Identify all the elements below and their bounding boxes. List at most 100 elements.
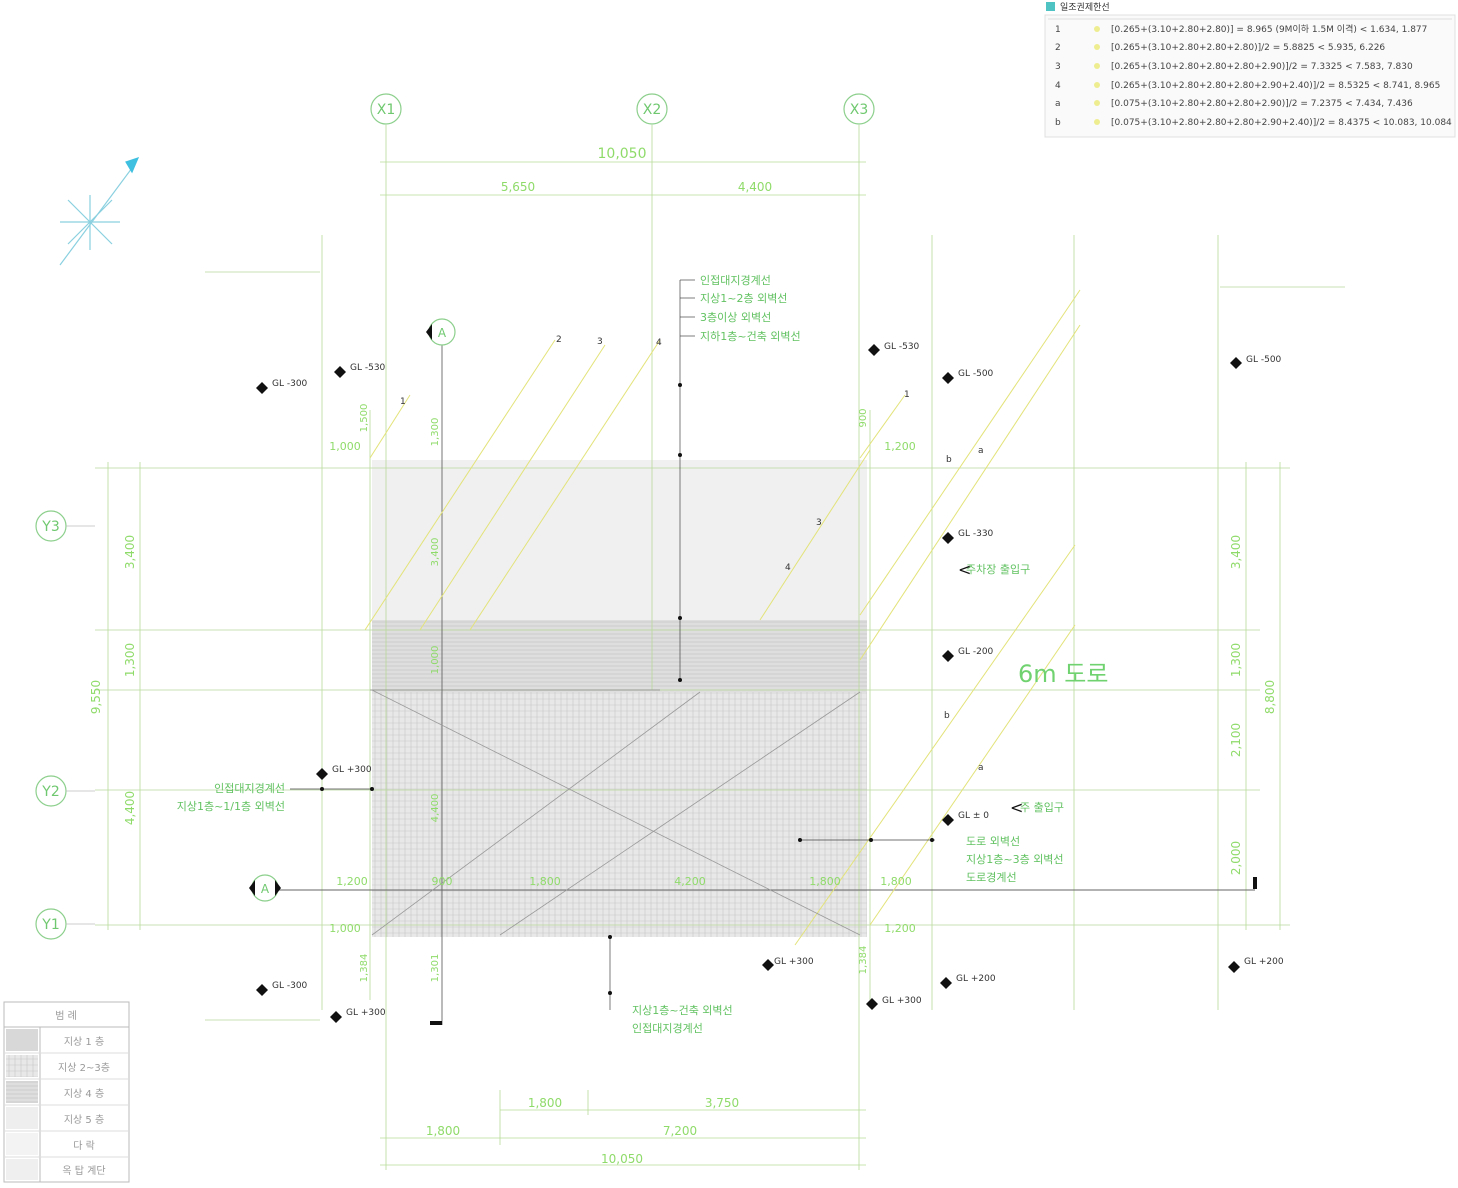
note-top-1: 인접대지경계선: [700, 274, 771, 287]
entrance-main-label: 주 출입구: [1020, 801, 1064, 814]
sunlight-row-id-1: 1: [1055, 25, 1061, 35]
gl-label-9: GL ± 0: [958, 811, 989, 821]
grid-label-x2: X2: [643, 102, 662, 118]
sunlight-row-formula-1: [0.265+(3.10+2.80+2.80)] = 8.965 (9M이하 1…: [1111, 23, 1427, 35]
dim-top-total: 10,050: [598, 146, 647, 162]
dim-left-lower: 4,400: [123, 791, 137, 825]
sunlight-row-id-3: 3: [1055, 62, 1061, 72]
note-bottom-2: 인접대지경계선: [632, 1022, 703, 1035]
footprint-upper: [372, 460, 867, 620]
dim-bottom-a: 1,800: [426, 1124, 460, 1138]
dim-v-h: 900: [858, 408, 869, 427]
dim-v-f: 4,400: [430, 794, 441, 823]
gl-label-2: GL -530: [350, 363, 386, 373]
diagonal-building-lines: [371, 689, 861, 936]
grid-label-y3: Y3: [41, 519, 59, 535]
grid-label-x3: X3: [850, 102, 869, 118]
section-arrow-icon-a-left2: [275, 880, 281, 896]
hatch-legend-title: 범 례: [55, 1010, 77, 1022]
leader-dots: [320, 383, 934, 995]
note-bottom-1: 지상1층~건축 외벽선: [632, 1004, 733, 1017]
dim-row-6: 1,800: [880, 875, 912, 888]
gl-marker-icons: [256, 344, 1242, 1023]
svg-text:1: 1: [904, 390, 910, 400]
dim-top-left: 5,650: [501, 180, 535, 194]
leader-lines: [290, 279, 935, 1010]
dimension-lines: [107, 161, 1281, 1166]
gl-label-3: GL -530: [884, 342, 920, 352]
sunlight-restriction-lines: [364, 289, 1081, 946]
vertical-grid-lines: [321, 125, 1219, 1170]
dim-row-5: 1,800: [809, 875, 841, 888]
dim-left-upper: 3,400: [123, 535, 137, 569]
dim-row-1: 1,200: [336, 875, 368, 888]
sunlight-row-id-5: a: [1055, 99, 1061, 109]
gl-label-6: GL -330: [958, 529, 994, 539]
dim-bottom-b: 3,750: [705, 1096, 739, 1110]
sunlight-row-formula-2: [0.265+(3.10+2.80+2.80+2.80)]/2 = 5.8825…: [1111, 43, 1385, 53]
grid-label-y1: Y1: [41, 917, 59, 933]
grid-label-x1: X1: [377, 102, 396, 118]
north-arrow-icon: [59, 157, 140, 266]
note-top-3: 3층이상 외벽선: [700, 311, 771, 324]
dim-top-right: 4,400: [738, 180, 772, 194]
gl-label-11: GL +200: [956, 974, 996, 984]
svg-text:3: 3: [597, 337, 603, 347]
entrance-parking-label: 주차장 출입구: [966, 563, 1030, 576]
hatch-item-2: 지상 2~3층: [58, 1062, 110, 1074]
gl-label-13: GL -300: [272, 981, 308, 991]
dim-setback-right: 1,200: [884, 440, 916, 453]
dim-bottom-total: 10,050: [601, 1152, 643, 1166]
sunlight-row-formula-3: [0.265+(3.10+2.80+2.80+2.80+2.90)]/2 = 7…: [1111, 62, 1413, 72]
note-left-2: 지상1층~1/1층 외벽선: [177, 800, 285, 813]
dim-left-mid: 1,300: [123, 643, 137, 677]
footprint-middle: [372, 620, 867, 692]
sunlight-legend-rows: [1094, 26, 1100, 125]
gl-label-4: GL -500: [958, 369, 994, 379]
gl-label-7: GL -200: [958, 647, 994, 657]
grid-label-y2: Y2: [41, 784, 59, 800]
dim-bottom-d: 7,200: [663, 1124, 697, 1138]
dim-v-g: 3,400: [430, 538, 441, 567]
svg-text:4: 4: [785, 563, 791, 573]
section-arrow-icon-a-top: [426, 324, 432, 340]
sunlight-legend: [1044, 2, 1456, 138]
svg-text:3: 3: [816, 518, 822, 528]
horizontal-grid-lines: [95, 271, 1345, 1021]
note-right-2: 지상1층~3층 외벽선: [966, 853, 1064, 866]
dim-right-mid: 1,300: [1229, 643, 1243, 677]
svg-text:4: 4: [656, 338, 662, 348]
dim-row-3: 1,800: [529, 875, 561, 888]
sunlight-row-id-6: b: [1055, 118, 1061, 128]
note-right-1: 도로 외벽선: [966, 835, 1020, 848]
dim-setback-bottom-left: 1,000: [329, 922, 361, 935]
dim-row-4: 4,200: [674, 875, 706, 888]
sunlight-row-formula-6: [0.075+(3.10+2.80+2.80+2.80+2.90+2.40)]/…: [1111, 118, 1452, 128]
hatch-item-6: 옥 탑 계단: [62, 1165, 105, 1177]
bubble-connectors: [66, 525, 95, 925]
svg-text:a: a: [978, 446, 984, 456]
dim-left-total: 9,550: [89, 680, 103, 714]
section-marker-left: A: [261, 882, 270, 896]
section-end-mark: [430, 1021, 442, 1025]
sunlight-row-formula-5: [0.075+(3.10+2.80+2.80+2.80+2.90)]/2 = 7…: [1111, 99, 1413, 109]
dim-v-c2: 1,384: [858, 946, 869, 975]
section-marker-top: A: [438, 326, 447, 340]
section-end-mark-right: [1253, 877, 1257, 889]
note-left-1: 인접대지경계선: [214, 782, 285, 795]
dim-v-a: 1,500: [359, 404, 370, 433]
note-top-4: 지하1층~건축 외벽선: [700, 329, 801, 343]
road-label: 6m 도로: [1018, 660, 1108, 688]
svg-text:2: 2: [556, 335, 562, 345]
gl-label-8: GL +300: [332, 765, 372, 775]
dim-right-upper: 3,400: [1229, 535, 1243, 569]
sunlight-row-id-2: 2: [1055, 43, 1061, 53]
section-arrow-icon-a-left: [249, 880, 255, 896]
svg-text:a: a: [978, 763, 984, 773]
entrance-arrow-icon-2: <: [1010, 798, 1023, 817]
note-right-3: 도로경계선: [966, 871, 1017, 884]
hatch-item-4: 지상 5 층: [64, 1114, 104, 1126]
